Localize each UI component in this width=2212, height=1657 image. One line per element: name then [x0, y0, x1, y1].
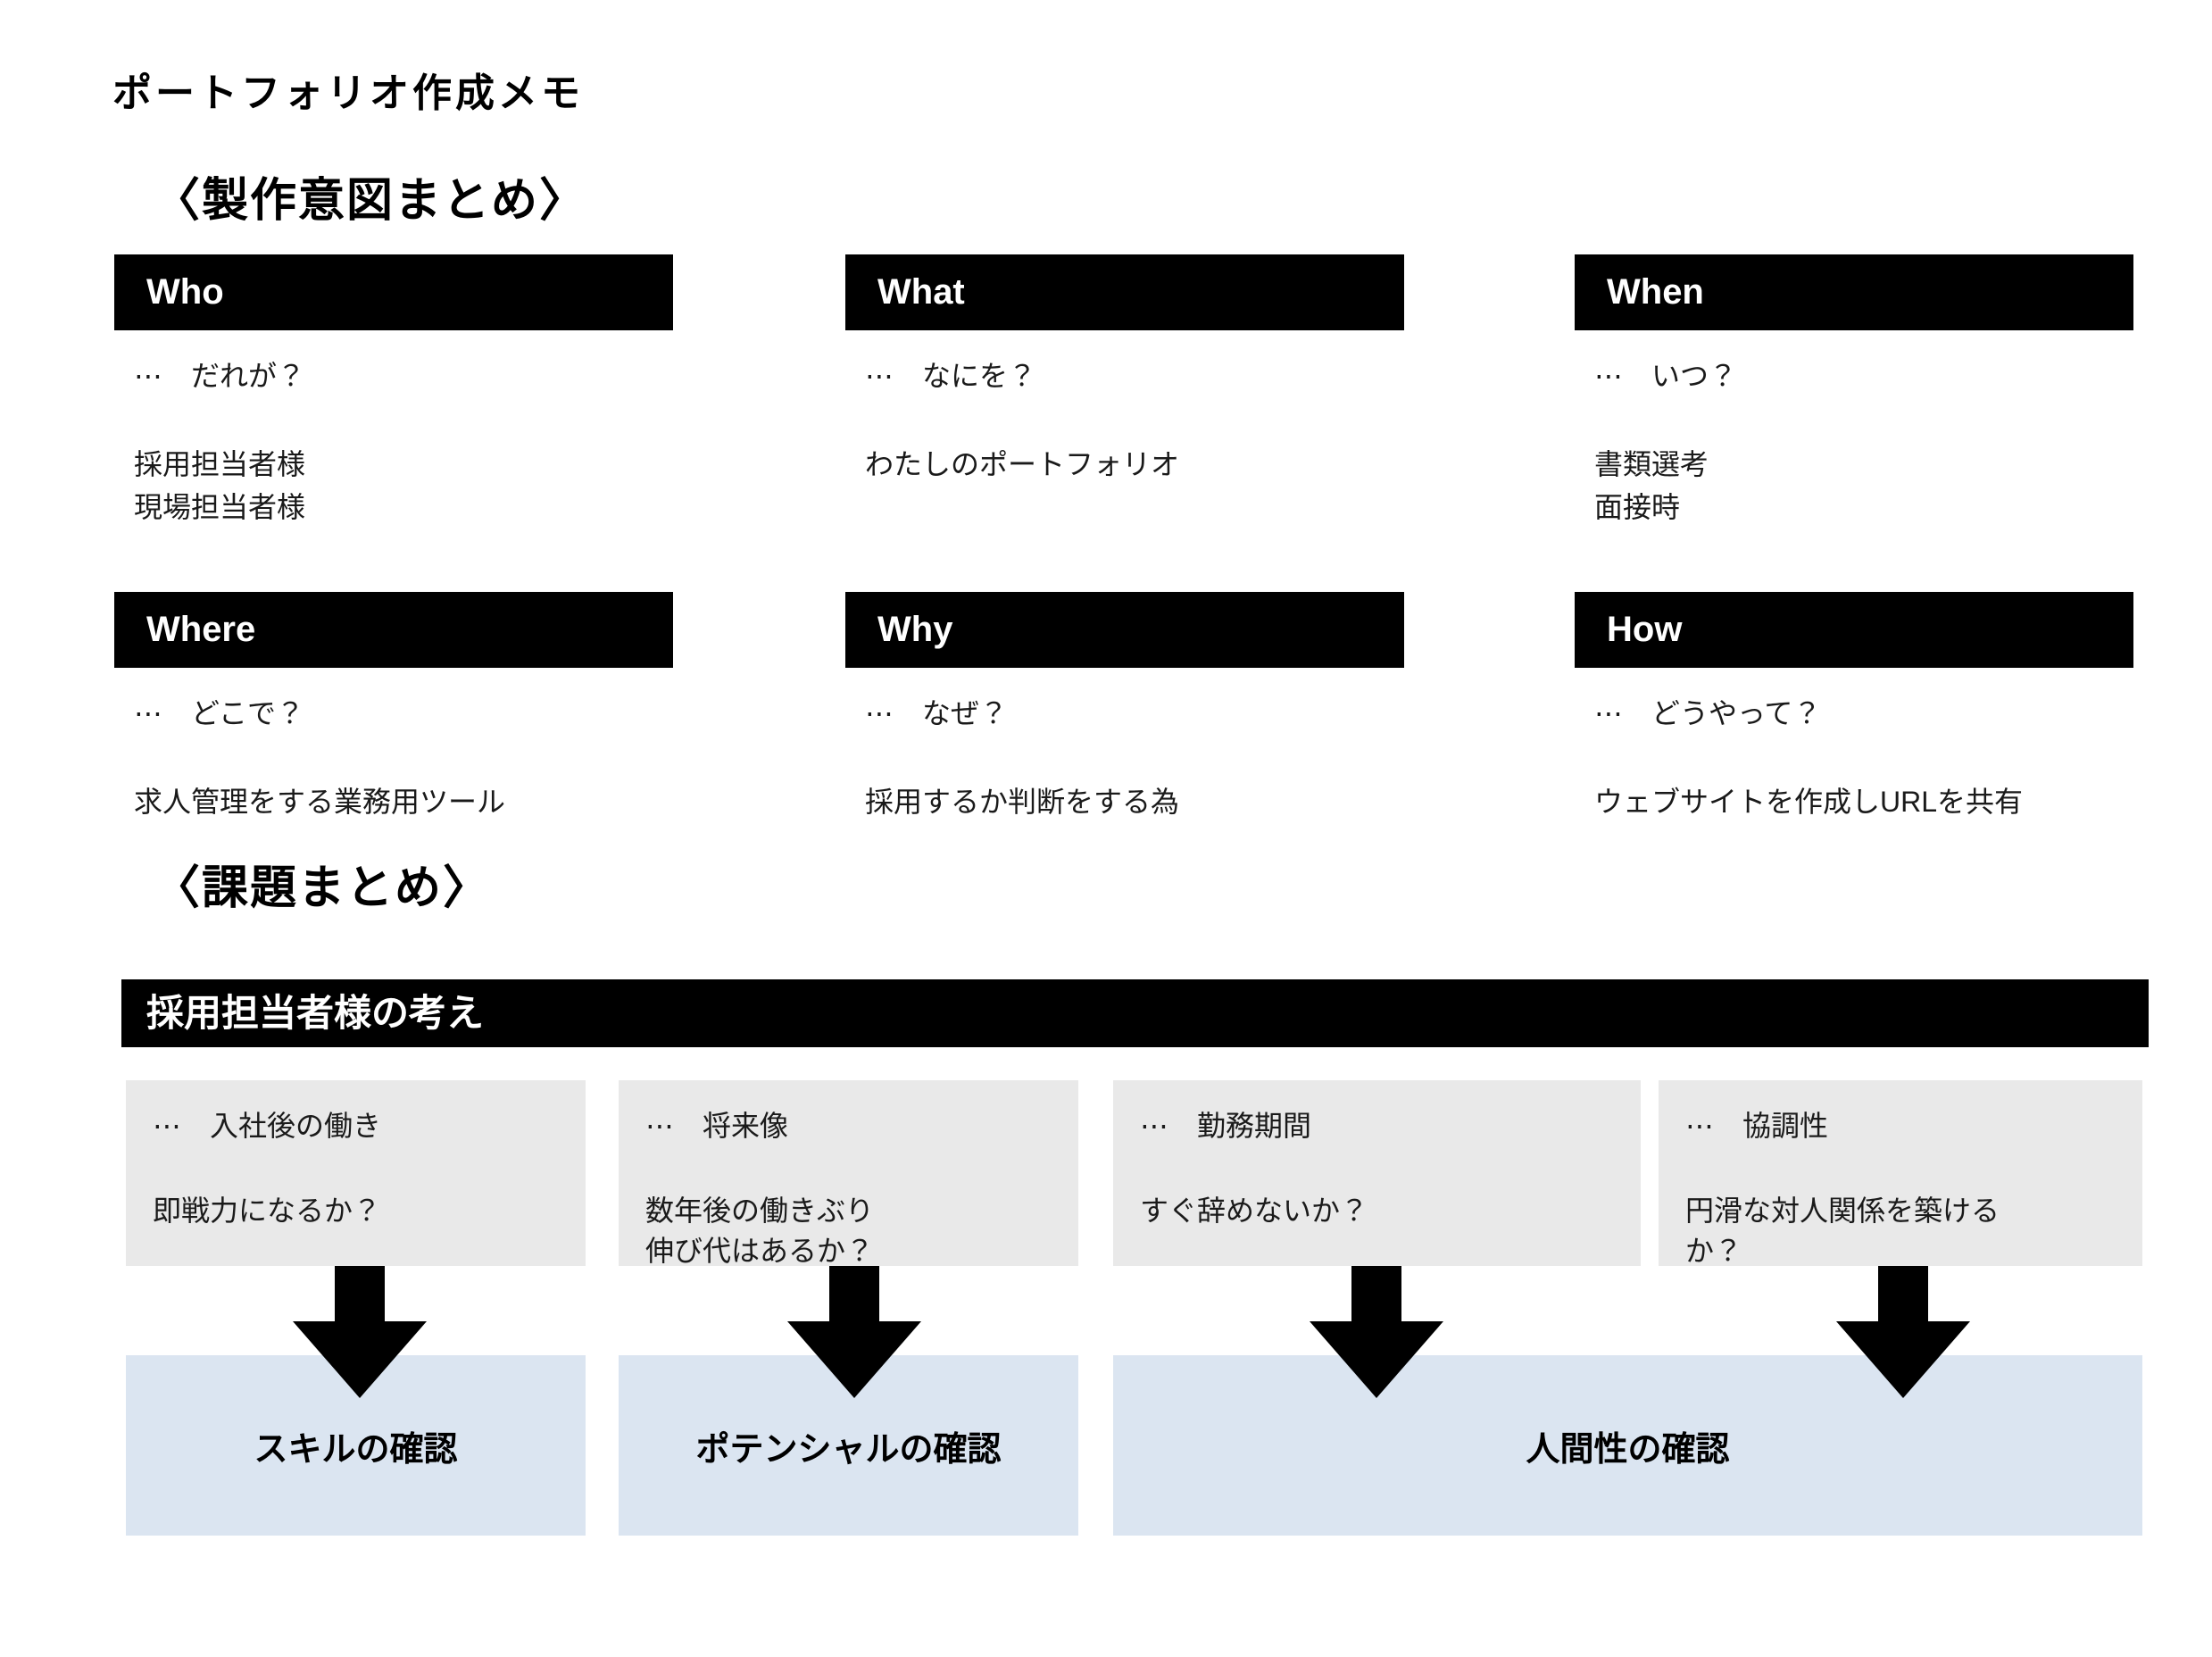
- where-question: ⋯ どこで？: [134, 697, 305, 729]
- issue-detail: 数年後の働きぶり 伸び代はあるか？: [645, 1191, 1052, 1271]
- arrow-head: [1836, 1321, 1970, 1398]
- issue-detail-line: 伸び代はあるか？: [645, 1235, 875, 1267]
- issue-question: ⋯ 将来像: [645, 1110, 789, 1142]
- when-question: ⋯ いつ？: [1594, 360, 1738, 392]
- result-box-personality: 人間性の確認: [1113, 1355, 2142, 1536]
- arrow-stem: [1878, 1266, 1928, 1321]
- arrow-stem: [335, 1266, 385, 1321]
- result-label: スキルの確認: [254, 1430, 458, 1469]
- how-answer: ウェブサイトを作成しURLを共有: [1594, 780, 2133, 823]
- result-label: ポテンシャルの確認: [695, 1430, 1002, 1469]
- arrow-head: [787, 1321, 921, 1398]
- issue-detail-line: 円滑な対人関係を築ける: [1685, 1195, 2000, 1227]
- arrow-head: [1310, 1321, 1443, 1398]
- who-header: Who: [114, 254, 673, 330]
- where-answer: 求人管理をする業務用ツール: [134, 780, 673, 823]
- intent-box-where: Where ⋯ どこで？ 求人管理をする業務用ツール: [114, 592, 673, 823]
- why-header: Why: [845, 592, 1404, 668]
- issue-box-cooperativeness: ⋯ 協調性 円滑な対人関係を築ける か？: [1659, 1080, 2142, 1267]
- arrow-head: [293, 1321, 427, 1398]
- result-label: 人間性の確認: [1526, 1430, 1730, 1469]
- issue-detail-line: 数年後の働きぶり: [645, 1195, 875, 1227]
- where-answer-line: 求人管理をする業務用ツール: [134, 786, 506, 818]
- how-answer-line: ウェブサイトを作成しURLを共有: [1594, 786, 2024, 818]
- issue-box-work-after-joining: ⋯ 入社後の働き 即戦力になるか？: [126, 1080, 586, 1266]
- who-answer: 採用担当者様 現場担当者様: [134, 443, 673, 529]
- intent-box-what: What ⋯ なにを？ わたしのポートフォリオ: [845, 254, 1404, 486]
- who-question: ⋯ だれが？: [134, 360, 306, 392]
- when-answer-line: 面接時: [1594, 491, 1681, 523]
- intent-section-heading: 〈製作意図まとめ〉: [154, 175, 588, 227]
- down-arrow-icon: [1836, 1266, 1970, 1398]
- down-arrow-icon: [1310, 1266, 1443, 1398]
- down-arrow-icon: [293, 1266, 427, 1398]
- issue-box-work-duration: ⋯ 勤務期間 すぐ辞めないか？: [1113, 1080, 1641, 1266]
- what-header: What: [845, 254, 1404, 330]
- issue-detail: 円滑な対人関係を築ける か？: [1685, 1191, 2116, 1271]
- issue-detail: すぐ辞めないか？: [1140, 1191, 1614, 1231]
- issue-question: ⋯ 入社後の働き: [153, 1110, 382, 1142]
- result-box-skill: スキルの確認: [126, 1355, 586, 1536]
- intent-box-when: When ⋯ いつ？ 書類選考 面接時: [1575, 254, 2133, 529]
- issue-question: ⋯ 協調性: [1685, 1110, 1829, 1142]
- why-answer: 採用するか判断をする為: [865, 780, 1404, 823]
- arrow-stem: [1351, 1266, 1401, 1321]
- why-answer-line: 採用するか判断をする為: [865, 786, 1180, 818]
- down-arrow-icon: [787, 1266, 921, 1398]
- issue-box-future-vision: ⋯ 将来像 数年後の働きぶり 伸び代はあるか？: [619, 1080, 1078, 1267]
- page-title: ポートフォリオ作成メモ: [112, 71, 584, 115]
- issue-detail: 即戦力になるか？: [153, 1191, 559, 1231]
- issue-detail-line: すぐ辞めないか？: [1140, 1195, 1369, 1227]
- intent-box-how: How ⋯ どうやって？ ウェブサイトを作成しURLを共有: [1575, 592, 2133, 823]
- issue-question: ⋯ 勤務期間: [1140, 1110, 1312, 1142]
- intent-box-why: Why ⋯ なぜ？ 採用するか判断をする為: [845, 592, 1404, 823]
- issue-detail-line: 即戦力になるか？: [153, 1195, 382, 1227]
- issue-detail-line: か？: [1685, 1235, 1743, 1267]
- how-question: ⋯ どうやって？: [1594, 697, 1822, 729]
- when-answer-line: 書類選考: [1594, 448, 1709, 480]
- intent-box-who: Who ⋯ だれが？ 採用担当者様 現場担当者様: [114, 254, 673, 529]
- who-answer-line: 現場担当者様: [134, 491, 306, 523]
- where-header: Where: [114, 592, 673, 668]
- what-question: ⋯ なにを？: [865, 360, 1037, 392]
- why-question: ⋯ なぜ？: [865, 697, 1009, 729]
- arrow-stem: [829, 1266, 879, 1321]
- who-answer-line: 採用担当者様: [134, 448, 306, 480]
- when-answer: 書類選考 面接時: [1594, 443, 2133, 529]
- what-answer-line: わたしのポートフォリオ: [865, 448, 1180, 480]
- hiring-manager-thoughts-bar: 採用担当者様の考え: [121, 979, 2149, 1047]
- how-header: How: [1575, 592, 2133, 668]
- what-answer: わたしのポートフォリオ: [865, 443, 1404, 486]
- when-header: When: [1575, 254, 2133, 330]
- issues-section-heading: 〈課題まとめ〉: [154, 862, 492, 914]
